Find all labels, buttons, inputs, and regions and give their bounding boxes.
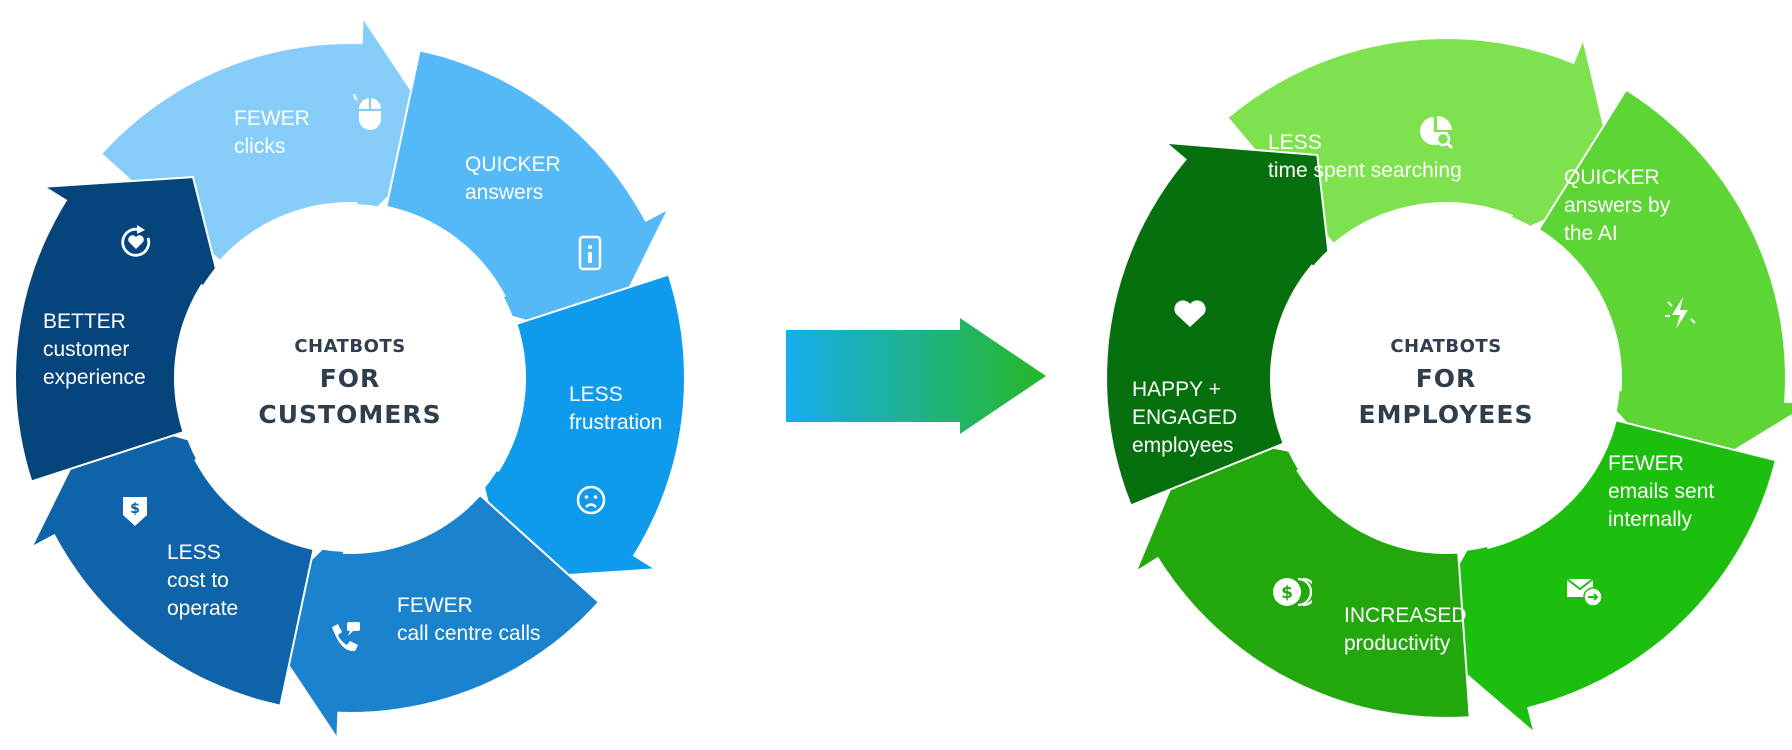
segment-label: LESS frustration [569,383,662,434]
center-for: FOR [1416,364,1477,393]
segment-heading: FEWER [234,107,310,130]
segment-label: QUICKER answers by the AI [1564,166,1671,245]
employees-cycle: LESS time spent searching QUICKER answers b… [1105,35,1792,736]
cycle-segment [13,176,226,483]
segment-heading: LESS [167,541,221,564]
segment-heading: QUICKER [465,153,561,176]
segment-heading: BETTER [43,310,126,333]
segment-label: FEWER call centre calls [397,594,541,645]
gradient-arrow-icon [786,318,1046,434]
segment-arrow [1105,141,1334,507]
segment-label: QUICKER answers [465,153,561,204]
center-title: CHATBOTS [1390,336,1501,357]
segment-text: call centre calls [397,622,541,645]
segment-content: QUICKER answers [465,153,602,271]
segment-content: FEWER emails sent internally [1566,452,1714,607]
segment-heading: FEWER [397,594,473,617]
segment-text: experience [43,366,146,389]
center-title: CHATBOTS [294,336,405,357]
center-audience: CUSTOMERS [258,400,441,429]
segment-content: LESS cost to operate [123,497,238,620]
segment-label: INCREASED productivity [1344,604,1467,655]
segment-label: BETTER customer experience [43,310,146,389]
segment-content: QUICKER answers by the AI [1564,166,1696,330]
segment-heading: LESS [569,383,623,406]
segment-text: productivity [1344,632,1451,655]
segment-text: answers by [1564,194,1671,217]
segment-content: FEWER call centre calls [332,594,541,652]
segment-content: BETTER customer experience [43,223,151,389]
segment-text: clicks [234,135,285,158]
cycle-center: CHATBOTS FOR EMPLOYEES [1272,204,1620,552]
segment-label: LESS cost to operate [167,541,238,620]
center-for: FOR [320,364,381,393]
segment-content: LESS frustration [569,383,662,515]
cycle-center: CHATBOTS FOR CUSTOMERS [176,204,524,552]
segment-text: customer [43,338,129,361]
segment-heading: HAPPY + [1132,378,1221,401]
segment-label: HAPPY + ENGAGED employees [1132,378,1237,457]
segment-content: LESS time spent searching [1268,114,1462,182]
segment-content: HAPPY + ENGAGED employees [1132,300,1237,457]
segment-label: FEWER clicks [234,107,310,158]
segment-label: FEWER emails sent internally [1608,452,1714,531]
segment-text: operate [167,597,238,620]
segment-arrow [13,176,226,483]
segment-text: emails sent [1608,480,1714,503]
segment-text: ENGAGED [1132,406,1237,429]
segment-text: internally [1608,508,1693,531]
cycle-segment [1105,141,1334,507]
segment-content: FEWER clicks [234,94,383,158]
center-audience: EMPLOYEES [1359,400,1534,429]
segment-heading: LESS [1268,131,1322,154]
segment-text: the AI [1564,222,1618,245]
segment-text: time spent searching [1268,159,1462,182]
segment-heading: QUICKER [1564,166,1660,189]
segment-text: answers [465,181,543,204]
segment-label: LESS time spent searching [1268,131,1462,182]
segment-heading: INCREASED [1344,604,1467,627]
segment-heading: FEWER [1608,452,1684,475]
segment-text: frustration [569,411,662,434]
segment-text: cost to [167,569,229,592]
segment-content: INCREASED productivity [1272,576,1467,655]
segment-text: employees [1132,434,1234,457]
